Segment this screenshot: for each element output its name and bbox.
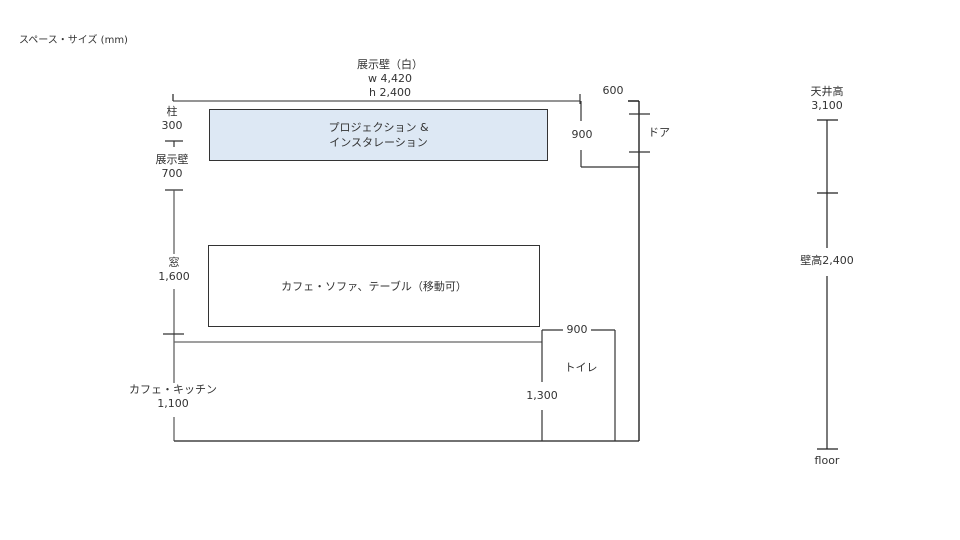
pillar-value: 300	[161, 119, 183, 132]
pillar-name: 柱	[166, 105, 178, 118]
window-value: 1,600	[158, 270, 190, 283]
projection-line1: プロジェクション &	[328, 121, 429, 134]
projection-line2: インスタレーション	[329, 136, 428, 149]
exhibit-wall-name: 展示壁	[155, 153, 189, 166]
toilet-name: トイレ	[564, 361, 598, 374]
kitchen-label: カフェ・キッチン 1,100	[120, 383, 226, 411]
toilet-depth-label: 1,300	[523, 389, 561, 403]
alcove-width-label: 600	[600, 84, 626, 98]
toilet-width-label: 900	[566, 323, 588, 336]
wall-height-label: 壁高2,400	[797, 254, 857, 268]
cafe-zone: カフェ・ソファ、テーブル（移動可）	[208, 245, 540, 327]
top-wall-label: 展示壁（白） w 4,420 h 2,400	[350, 58, 430, 100]
ceiling-value: 3,100	[811, 99, 843, 112]
floor-label: floor	[814, 454, 840, 467]
ceiling-label: 天井高 3,100	[802, 85, 852, 113]
window-name: 窓	[168, 256, 180, 269]
alcove-depth-label: 900	[570, 128, 594, 142]
pillar-label: 柱 300	[152, 105, 192, 133]
top-wall-name: 展示壁（白）	[357, 58, 423, 71]
projection-zone: プロジェクション & インスタレーション	[209, 109, 548, 161]
exhibit-wall-label: 展示壁 700	[148, 153, 196, 181]
ceiling-name: 天井高	[810, 85, 844, 98]
top-wall-width: w 4,420	[368, 72, 412, 85]
kitchen-name: カフェ・キッチン	[129, 383, 217, 396]
window-label: 窓 1,600	[154, 256, 194, 284]
kitchen-value: 1,100	[157, 397, 189, 410]
cafe-zone-label: カフェ・ソファ、テーブル（移動可）	[281, 279, 467, 293]
door-label: ドア	[648, 126, 670, 139]
diagram-title: スペース・サイズ (mm)	[19, 35, 128, 46]
exhibit-wall-value: 700	[161, 167, 183, 180]
top-wall-height: h 2,400	[369, 86, 411, 99]
